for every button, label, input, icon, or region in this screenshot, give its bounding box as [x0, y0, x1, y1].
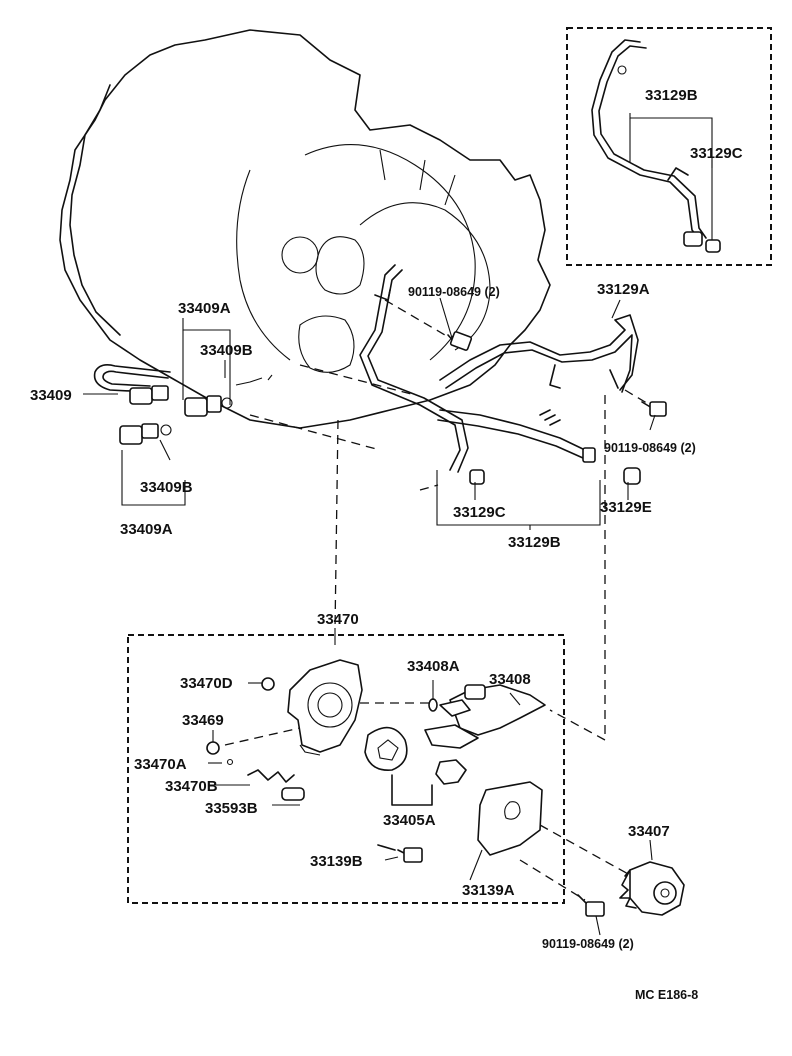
label-33469: 33469 — [182, 712, 224, 729]
dashed-leaders — [224, 299, 651, 901]
label-33139A: 33139A — [462, 882, 515, 899]
label-33409B-top: 33409B — [200, 342, 253, 359]
label-90119-top: 90119-08649 (2) — [408, 285, 500, 299]
driven-gear — [619, 861, 685, 916]
label-33409: 33409 — [30, 387, 72, 404]
label-90119-bottom: 90119-08649 (2) — [542, 937, 634, 951]
label-33408A: 33408A — [407, 658, 460, 675]
label-33408: 33408 — [489, 671, 531, 688]
label-33129C: 33129C — [453, 504, 506, 521]
oil-pipe-assembly — [359, 264, 639, 473]
leader-lines — [83, 113, 713, 936]
oil-pump-box — [127, 634, 565, 904]
label-33407: 33407 — [628, 823, 670, 840]
label-33470D: 33470D — [180, 675, 233, 692]
label-33129B-inset: 33129B — [645, 87, 698, 104]
label-33129E: 33129E — [600, 499, 652, 516]
label-33470: 33470 — [317, 611, 359, 628]
label-33139B: 33139B — [310, 853, 363, 870]
inset-pipe-box — [566, 27, 772, 266]
label-33409A-top: 33409A — [178, 300, 231, 317]
label-33470B: 33470B — [165, 778, 218, 795]
label-33129C-inset: 33129C — [690, 145, 743, 162]
label-33405A: 33405A — [383, 812, 436, 829]
label-33409B-bottom: 33409B — [140, 479, 193, 496]
transmission-housing — [59, 29, 551, 429]
bolts — [397, 331, 667, 917]
diagram-code: MC E186-8 — [635, 988, 698, 1002]
label-33593B: 33593B — [205, 800, 258, 817]
label-33470A: 33470A — [134, 756, 187, 773]
label-33409A-bottom: 33409A — [120, 521, 173, 538]
label-90119-mid: 90119-08649 (2) — [604, 441, 696, 455]
label-33129B: 33129B — [508, 534, 561, 551]
label-33129A: 33129A — [597, 281, 650, 298]
cooler-hoses — [93, 364, 273, 445]
part-labels: 33409A 33409B 33409 33409B 33409A 90119-… — [30, 87, 743, 1002]
